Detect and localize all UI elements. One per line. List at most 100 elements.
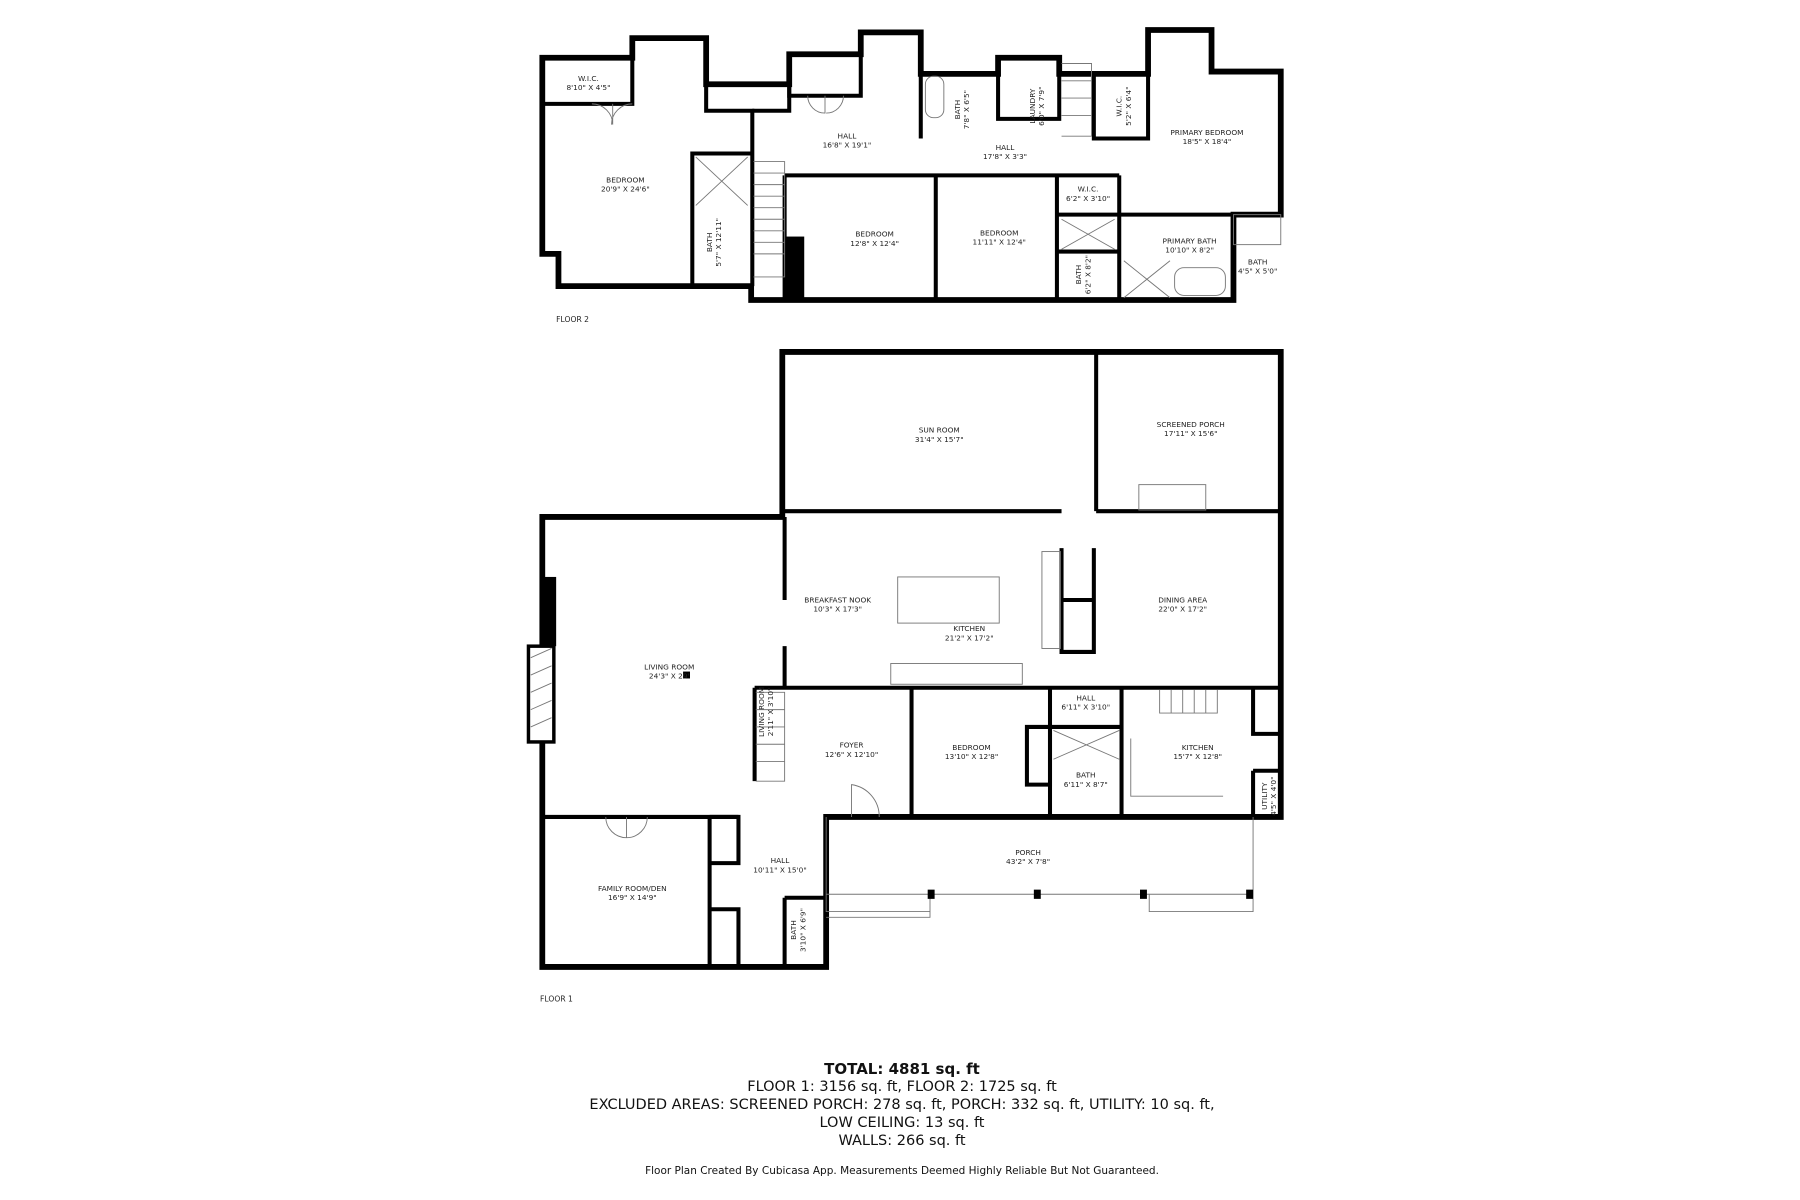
room-dimensions: 17'8" X 3'3" [983, 152, 1027, 161]
floor-areas: FLOOR 1: 3156 sq. ft, FLOOR 2: 1725 sq. … [747, 1079, 1057, 1095]
room-dimensions: 10'3" X 17'3" [813, 605, 862, 614]
room-dimensions: 31'4" X 15'7" [915, 435, 964, 444]
room-dimensions: 16'9" X 14'9" [608, 893, 657, 902]
room-dimensions: 16'8" X 19'1" [823, 141, 872, 150]
room-name: BATH [1076, 771, 1096, 780]
room-name: LIVING ROOM [644, 662, 694, 671]
room-dimensions: 3'10" X 6'9" [798, 908, 807, 952]
room-name: BATH [705, 233, 714, 253]
room-name: LAUNDRY [1028, 88, 1037, 124]
room-dimensions: 12'6" X 12'10" [825, 750, 878, 759]
room-label: W.I.C.5'2" X 6'4" [1115, 86, 1133, 125]
room-name: W.I.C. [1078, 185, 1099, 194]
room-name: HALL [996, 143, 1016, 152]
room-dimensions: 13'10" X 12'8" [945, 752, 998, 761]
room-name: BATH [1248, 257, 1268, 266]
room-dimensions: 15'7" X 12'8" [1173, 752, 1222, 761]
room-dimensions: 5'2" X 6'4" [1124, 86, 1133, 125]
room-dimensions: 6'0" X 7'9" [1037, 86, 1046, 125]
room-name: BEDROOM [952, 743, 991, 752]
room-dimensions: 10'10" X 8'2" [1165, 246, 1214, 255]
room-name: HALL [1076, 693, 1096, 702]
room-dimensions: 18'5" X 18'4" [1183, 137, 1232, 146]
room-name: FAMILY ROOM/DEN [598, 884, 667, 893]
room-dimensions: 12'8" X 12'4" [850, 239, 899, 248]
room-dimensions: 7'8" X 6'5" [962, 90, 971, 129]
room-name: PRIMARY BATH [1162, 236, 1216, 245]
room-dimensions: 10'11" X 15'0" [753, 865, 806, 874]
room-name: PRIMARY BEDROOM [1170, 128, 1243, 137]
floor-2-label: FLOOR 2 [556, 315, 589, 324]
floor-2-fixtures [591, 63, 1226, 299]
floor-1-fixtures [605, 484, 1254, 918]
room-name: HALL [771, 856, 791, 865]
area-summary: TOTAL: 4881 sq. ft FLOOR 1: 3156 sq. ft,… [0, 1060, 1800, 1150]
room-name: UTILITY [1260, 782, 1269, 810]
room-label: W.I.C.8'10" X 4'5" [566, 74, 610, 92]
room-name: SCREENED PORCH [1157, 420, 1225, 429]
room-dimensions: 21'2" X 17'2" [945, 633, 994, 642]
room-name: DINING AREA [1158, 595, 1207, 604]
room-dimensions: 6'2" X 3'10" [1066, 194, 1110, 203]
room-name: KITCHEN [953, 624, 985, 633]
room-dimensions: 5'7" X 12'11" [714, 218, 723, 267]
room-name: W.I.C. [1115, 96, 1124, 117]
room-name: BEDROOM [606, 175, 645, 184]
room-name: SUN ROOM [919, 426, 960, 435]
room-name: PORCH [1015, 848, 1041, 857]
disclaimer: Floor Plan Created By Cubicasa App. Meas… [645, 1165, 1159, 1177]
room-name: BATH [953, 100, 962, 120]
room-name: BEDROOM [855, 230, 894, 239]
room-name: W.I.C. [578, 74, 599, 83]
total-area: TOTAL: 4881 sq. ft [824, 1060, 980, 1078]
room-name: BATH [1074, 265, 1083, 285]
room-name: KITCHEN [1182, 743, 1214, 752]
floor-1-walls [526, 349, 1284, 970]
room-dimensions: 6'2" X 8'2" [1083, 255, 1092, 294]
room-dimensions: 24'3" X 29' [649, 671, 690, 680]
walls-area: WALLS: 266 sq. ft [838, 1133, 966, 1149]
room-label: W.I.C.6'2" X 3'10" [1066, 185, 1110, 203]
floor-1-label: FLOOR 1 [540, 995, 573, 1004]
room-name: HALL [838, 131, 858, 140]
floor-2-walls [539, 27, 1284, 303]
room-dimensions: 2'11" X 3'10" [766, 688, 775, 737]
room-dimensions: 6'11" X 3'10" [1061, 703, 1110, 712]
room-dimensions: 4'5" X 4'0" [1269, 776, 1278, 815]
room-dimensions: 8'10" X 4'5" [566, 83, 610, 92]
room-name: BATH [789, 920, 798, 940]
room-dimensions: 6'11" X 8'7" [1064, 780, 1108, 789]
room-dimensions: 11'11" X 12'4" [973, 238, 1026, 247]
room-name: BREAKFAST NOOK [804, 595, 871, 604]
room-dimensions: 4'5" X 5'0" [1238, 266, 1277, 275]
